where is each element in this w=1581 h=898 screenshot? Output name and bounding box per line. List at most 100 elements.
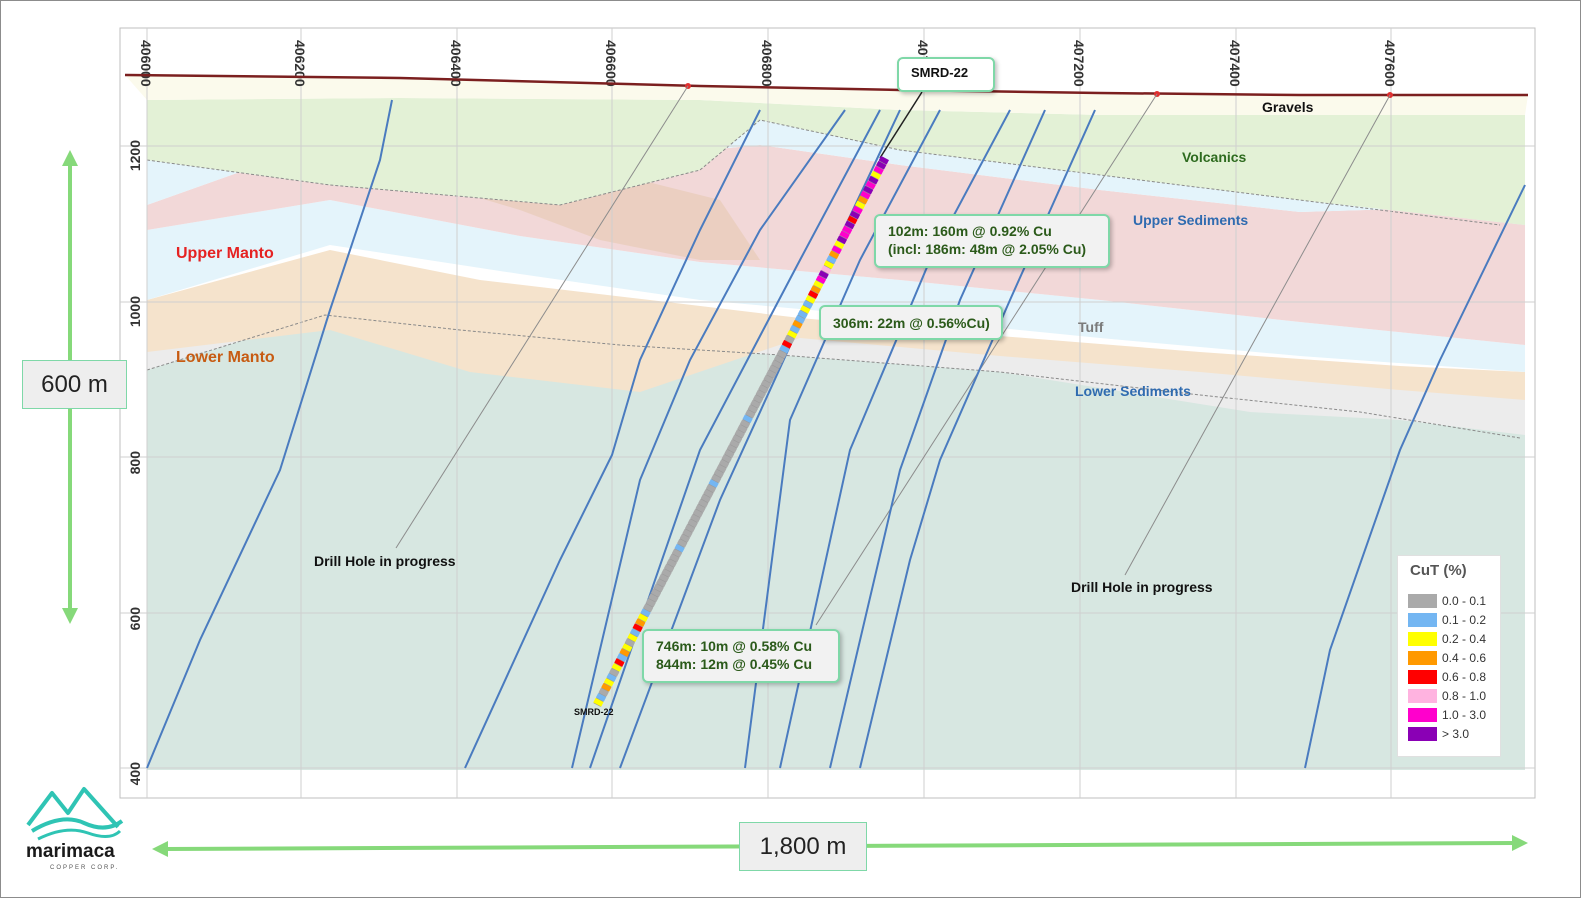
- assay-interval: [629, 628, 641, 637]
- assay-interval: [873, 165, 884, 175]
- elevation-tick: 600: [127, 607, 143, 631]
- assay-interval: [739, 419, 751, 429]
- assay-interval: [868, 175, 879, 185]
- legend-item: 0.0 - 0.1: [1408, 593, 1486, 609]
- assay-interval: [645, 598, 656, 608]
- assay-interval: [724, 449, 735, 458]
- assay-interval: [839, 230, 850, 240]
- legend-label: 0.8 - 1.0: [1442, 689, 1487, 703]
- assay-interval: [865, 180, 876, 190]
- unit-label-volcanics: Volcanics: [1182, 149, 1247, 165]
- assay-callout-middle: 306m: 22m @ 0.56%Cu): [819, 305, 1003, 340]
- assay-interval: [721, 454, 732, 463]
- projected-drill-traces: [395, 85, 1391, 626]
- assay-interval: [637, 613, 649, 623]
- unit-label-tuff: Tuff: [1078, 319, 1104, 335]
- basement-area: [147, 315, 1525, 770]
- assay-callout-lower: 746m: 10m @ 0.58% Cu 844m: 12m @ 0.45% C…: [642, 629, 840, 683]
- assay-interval: [658, 573, 670, 583]
- assay-interval: [760, 379, 772, 389]
- legend-title: CuT (%): [1410, 562, 1467, 579]
- assay-interval: [815, 275, 827, 284]
- assay-interval: [792, 320, 803, 329]
- cut-legend: CuT (%) 0.0 - 0.1 0.1 - 0.2 0.2 - 0.4 0.…: [1397, 555, 1501, 757]
- assay-callout-line: 306m: 22m @ 0.56%Cu): [833, 315, 990, 331]
- assay-interval: [624, 638, 636, 647]
- assay-interval: [616, 653, 628, 662]
- assay-interval: [713, 469, 725, 478]
- logo-tagline: COPPER CORP.: [50, 865, 120, 871]
- assay-interval: [669, 553, 680, 563]
- easting-tick: 407200: [1071, 40, 1087, 87]
- assay-interval: [679, 533, 690, 543]
- assay-interval: [878, 155, 889, 165]
- elevation-tick: 400: [127, 762, 143, 786]
- assay-interval: [601, 683, 612, 692]
- easting-tick: 407400: [1227, 40, 1243, 87]
- assay-interval: [823, 260, 834, 269]
- assay-interval: [595, 692, 607, 702]
- elevation-axis: 1200 1000 800 600 400: [127, 140, 143, 786]
- assay-interval: [656, 578, 667, 588]
- unconformity-lower: [146, 314, 1521, 439]
- assay-interval: [742, 414, 753, 424]
- assay-interval: [842, 225, 853, 235]
- assay-interval: [810, 285, 821, 294]
- logo-wordmark: marimaca: [26, 841, 115, 862]
- drill-hole-collar-line: [879, 91, 923, 159]
- assay-interval: [653, 583, 664, 593]
- unit-label-lower-sediments: Lower Sediments: [1075, 383, 1191, 399]
- easting-tick: 406800: [759, 40, 775, 87]
- assay-interval: [700, 494, 711, 503]
- legend-swatch: [1408, 708, 1437, 722]
- assay-interval: [648, 593, 659, 603]
- unit-label-upper-manto: Upper Manto: [176, 245, 274, 262]
- assay-interval: [852, 205, 863, 215]
- legend-item: 0.4 - 0.6: [1408, 650, 1486, 666]
- elevation-tick: 1000: [127, 296, 143, 327]
- drill-note-right: Drill Hole in progress: [1071, 579, 1213, 595]
- legend-label: > 3.0: [1442, 727, 1470, 741]
- assay-interval: [755, 389, 766, 399]
- assay-interval: [643, 603, 654, 613]
- assay-interval: [737, 424, 748, 434]
- assay-interval: [622, 643, 633, 652]
- assay-interval: [776, 349, 787, 359]
- legend-label: 0.4 - 0.6: [1442, 651, 1487, 665]
- unit-label-lower-manto: Lower Manto: [176, 349, 275, 366]
- assay-interval: [818, 270, 829, 279]
- assay-interval: [598, 687, 609, 697]
- assay-interval: [787, 329, 798, 339]
- assay-interval: [771, 359, 782, 369]
- assay-interval: [831, 245, 842, 255]
- assay-interval: [834, 240, 845, 250]
- arrowhead-icon: [152, 841, 168, 857]
- assay-interval: [752, 394, 764, 404]
- assay-interval: [661, 568, 672, 578]
- assay-interval: [763, 374, 774, 384]
- assay-interval: [813, 280, 824, 289]
- assay-interval: [603, 678, 615, 687]
- assay-interval: [779, 344, 790, 354]
- legend-item: 0.8 - 1.0: [1408, 688, 1486, 704]
- assay-interval: [844, 220, 855, 230]
- unit-label-upper-sediments: Upper Sediments: [1133, 212, 1249, 228]
- assay-interval: [821, 265, 832, 274]
- assay-interval: [606, 673, 617, 682]
- assay-interval: [794, 315, 806, 324]
- assay-interval: [703, 489, 714, 498]
- assay-interval: [635, 618, 646, 628]
- drill-hole-bottom-label: SMRD-22: [574, 707, 614, 717]
- legend-label: 0.6 - 0.8: [1442, 670, 1487, 684]
- legend-label: 0.0 - 0.1: [1442, 594, 1487, 608]
- easting-tick: 406600: [603, 40, 619, 87]
- assay-interval: [797, 310, 808, 319]
- assay-callout-line: (incl: 186m: 48m @ 2.05% Cu): [888, 241, 1087, 257]
- legend-swatch: [1408, 689, 1437, 703]
- assay-interval: [687, 518, 698, 528]
- assay-interval: [758, 384, 769, 394]
- assay-interval: [611, 663, 622, 672]
- assay-interval: [773, 354, 785, 364]
- assay-interval: [836, 235, 848, 245]
- unconformity-upper: [146, 119, 1501, 226]
